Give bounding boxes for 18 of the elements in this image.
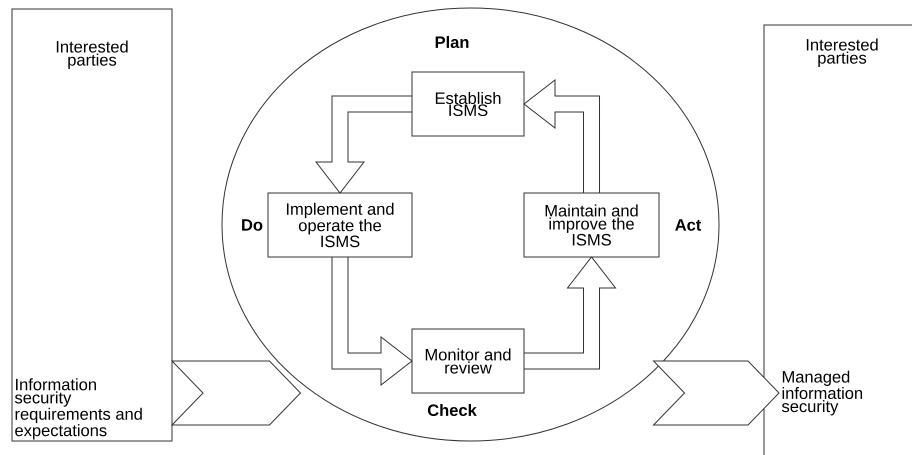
text-label: Managed information security: [782, 370, 862, 416]
block-arrow: [314, 96, 412, 194]
chevron-arrow: [652, 360, 780, 426]
process-box: Maintain and improve the ISMS: [524, 192, 660, 258]
phase-label: Do: [242, 219, 262, 231]
phase-label: Act: [675, 219, 702, 231]
text-label: Interested parties: [56, 40, 128, 69]
block-arrow: [332, 256, 413, 386]
block-arrow: [523, 78, 600, 194]
process-box: Monitor and review: [412, 328, 524, 394]
text-label: Interested parties: [806, 38, 878, 67]
phase-label: Check: [428, 404, 477, 416]
block-arrow: [524, 256, 617, 370]
text-label: Information security requirements and expectations: [14, 378, 142, 440]
process-box: Establish ISMS: [412, 72, 524, 136]
phase-label: Plan: [436, 36, 468, 48]
chevron-arrow: [170, 360, 302, 426]
process-box: Implement and operate the ISMS: [268, 192, 412, 258]
